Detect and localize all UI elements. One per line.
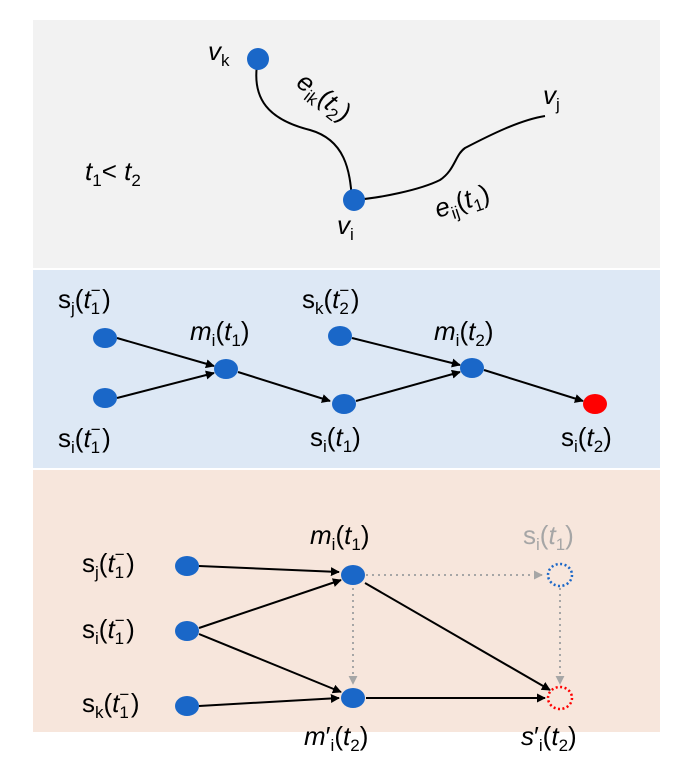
arrow-mi-t1-to-si-t1: [237, 371, 331, 403]
node-mi-t1: [214, 359, 238, 379]
label-sj-tm: sj(t−1): [82, 545, 135, 582]
label-si-tm: si(t−1): [58, 420, 111, 457]
label-v-j: vj: [543, 80, 560, 114]
node-sj-tm: [175, 556, 199, 576]
label-v-k: vk: [208, 36, 230, 70]
label-v-i: vi: [337, 210, 354, 244]
node-v-i: [343, 189, 365, 211]
label-si-tm: si(t−1): [82, 611, 135, 648]
node-sk-tm: [175, 696, 199, 716]
panel-top-background: [33, 20, 660, 268]
node-si-tm: [175, 621, 199, 641]
panel-bottom-background: [33, 470, 660, 732]
arrow-si-to-mpi-t2: [198, 633, 342, 694]
label-sk-tm: sk(t−1): [82, 685, 139, 722]
label-si-t1-faded: si(t1): [523, 520, 574, 554]
label-si-t1: si(t1): [310, 422, 361, 456]
label-mpi-t2: m′i(t2): [304, 721, 368, 755]
arrow-mi-t2-to-si-t2: [483, 369, 584, 403]
panel-bottom: sj(t−1) si(t−1) sk(t−1) mi(t1) si(t1) m′…: [82, 520, 577, 755]
label-mi-t1: mi(t1): [310, 520, 370, 554]
label-time-order: t1< t2: [85, 156, 141, 190]
label-mi-t2: mi(t2): [434, 316, 494, 350]
node-sk-tm: [328, 326, 352, 346]
node-mpi-t2: [341, 688, 365, 708]
node-si-t1: [332, 394, 356, 414]
edge-e-ik: [255, 58, 353, 201]
arrow-sk-to-mi-t2: [351, 337, 461, 368]
node-si-t1-faded: [546, 562, 574, 588]
label-si-t2: si(t2): [561, 422, 612, 456]
arrow-mi-t1-to-spi-t2: [364, 582, 551, 691]
arrow-sk-to-mpi-t2: [198, 693, 340, 707]
label-sk-tm: sk(t−2): [302, 281, 359, 318]
node-v-k: [247, 48, 269, 70]
label-spi-t2: s′i(t2): [521, 721, 577, 755]
node-sj-tm: [93, 328, 117, 348]
node-si-tm: [93, 388, 117, 408]
node-mi-t1: [341, 565, 365, 585]
node-mi-t2: [460, 358, 484, 378]
arrow-sj-to-mi-t1: [116, 337, 215, 369]
label-sj-tm: sj(t−1): [58, 281, 111, 318]
panel-middle-background: [33, 270, 660, 468]
panel-middle: sj(t−1) si(t−1) sk(t−2) mi(t1) mi(t2) si…: [58, 281, 612, 457]
arrow-sj-to-mi-t1: [198, 565, 340, 577]
arrow-si-to-mi-t1: [198, 578, 342, 629]
node-spi-t2: [546, 685, 574, 711]
arrow-si-t1-to-mi-t2: [355, 369, 461, 402]
node-si-t2: [583, 394, 607, 414]
edge-e-ij: [353, 115, 546, 201]
arrow-si-to-mi-t1: [116, 370, 215, 399]
label-mi-t1: mi(t1): [190, 316, 250, 350]
panel-top: t1< t2 vk vj vi eik(t2) eij(t1): [85, 36, 560, 244]
